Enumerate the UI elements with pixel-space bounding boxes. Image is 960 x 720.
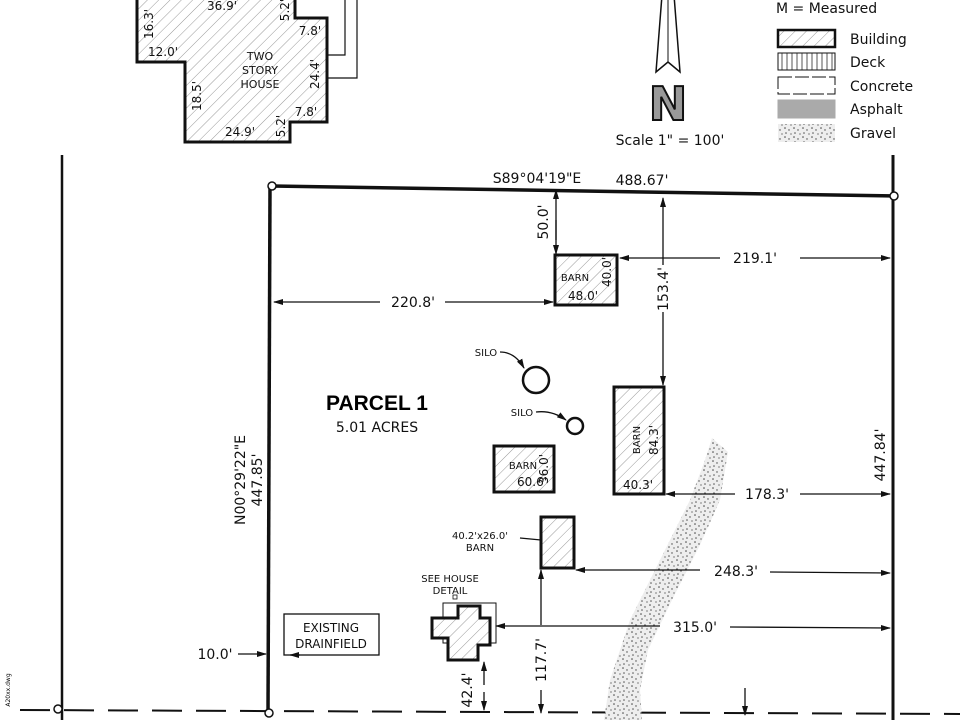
dim-label: 42.4' — [460, 672, 476, 707]
silo-label: SILO — [475, 348, 498, 359]
dim-label: 40.0' — [600, 257, 614, 287]
two-story-house-outline — [135, 0, 329, 144]
barn-1 — [553, 253, 619, 307]
dim-label: 18.5' — [190, 81, 204, 111]
dimension-lines: 50.0' 219.1' 220.8' 153.4' 178.3' 248.3'… — [197, 189, 891, 714]
dim-label: 7.8' — [299, 24, 321, 38]
dim-label: 36.9' — [207, 0, 237, 13]
north-property-line — [271, 184, 895, 198]
barn-label: BARN — [561, 273, 589, 284]
gravel-drive — [604, 438, 728, 720]
legend-label: Asphalt — [850, 102, 903, 118]
dim-label: 5.2' — [274, 115, 288, 137]
silo-1 — [521, 365, 551, 395]
north-arrow: N Scale 1" = 100' — [616, 0, 725, 149]
barn-2 — [612, 385, 666, 496]
dim-label: 153.4' — [656, 267, 672, 311]
dim-label: 84.3' — [647, 425, 661, 455]
legend-label: Gravel — [850, 126, 896, 142]
barn-label: BARN — [509, 461, 537, 472]
legend-label: Building — [850, 32, 907, 48]
legend-asphalt-swatch — [777, 99, 836, 119]
dim-label: 220.8' — [391, 295, 435, 311]
road-centerline — [19, 709, 960, 715]
house-line — [327, 0, 346, 56]
dim-label: 5.2' — [278, 0, 292, 21]
drainfield-box — [283, 613, 380, 656]
legend-measured: M = Measured — [776, 1, 877, 17]
barn-3 — [492, 444, 556, 494]
barn-4 — [539, 515, 576, 570]
legend-label: Deck — [850, 55, 886, 71]
dim-label: 219.1' — [733, 251, 777, 267]
north-bearing: S89°04'19"E — [493, 171, 581, 187]
north-length: 488.67' — [616, 173, 669, 189]
legend-deck-swatch — [777, 52, 836, 71]
dim-label: 48.0' — [568, 289, 598, 303]
corner-monument — [889, 191, 899, 201]
east-length: 447.84' — [873, 429, 889, 482]
dim-label: 10.0' — [197, 647, 232, 663]
corner-monument — [53, 704, 63, 714]
dim-label: 117.7' — [534, 638, 550, 682]
parcel-area: 5.01 ACRES — [336, 420, 418, 436]
dim-label: 24.4' — [308, 59, 322, 89]
dim-label: 40.3' — [623, 478, 653, 492]
dim-label: 7.8' — [295, 105, 317, 119]
parcel-title: PARCEL 1 — [326, 392, 428, 415]
west-bearing: N00°29'22"E — [233, 435, 249, 525]
corner-monument — [264, 708, 274, 718]
legend-gravel-swatch — [778, 124, 835, 142]
north-letter: N — [649, 77, 688, 131]
file-stamp: A20xx.dwg — [5, 673, 12, 706]
silo-2 — [565, 416, 585, 436]
dim-label: 36.0' — [537, 454, 551, 484]
legend-building-swatch — [776, 28, 837, 49]
legend-label: Concrete — [850, 79, 913, 95]
dim-label: 178.3' — [745, 487, 789, 503]
dim-label: 50.0' — [536, 204, 552, 239]
west-length: 447.85' — [250, 454, 266, 507]
dim-label: 248.3' — [714, 564, 758, 580]
corner-monument — [267, 181, 277, 191]
legend: M = Measured Building Deck Concrete Asph… — [776, 1, 913, 142]
west-property-line — [266, 185, 272, 714]
legend-concrete-swatch — [777, 76, 836, 95]
dim-label: 315.0' — [673, 620, 717, 636]
barn-label: BARN — [632, 426, 643, 454]
dim-label: 60.6' — [517, 475, 547, 489]
barn-4-label: 40.2'x26.0'BARN — [452, 531, 508, 554]
dim-label: 16.3' — [142, 9, 156, 39]
house-line — [327, 0, 358, 79]
scale-label: Scale 1" = 100' — [616, 133, 725, 149]
dim-label: 12.0' — [148, 45, 178, 59]
dim-label: 24.9' — [225, 125, 255, 139]
silo-label: SILO — [511, 408, 534, 419]
